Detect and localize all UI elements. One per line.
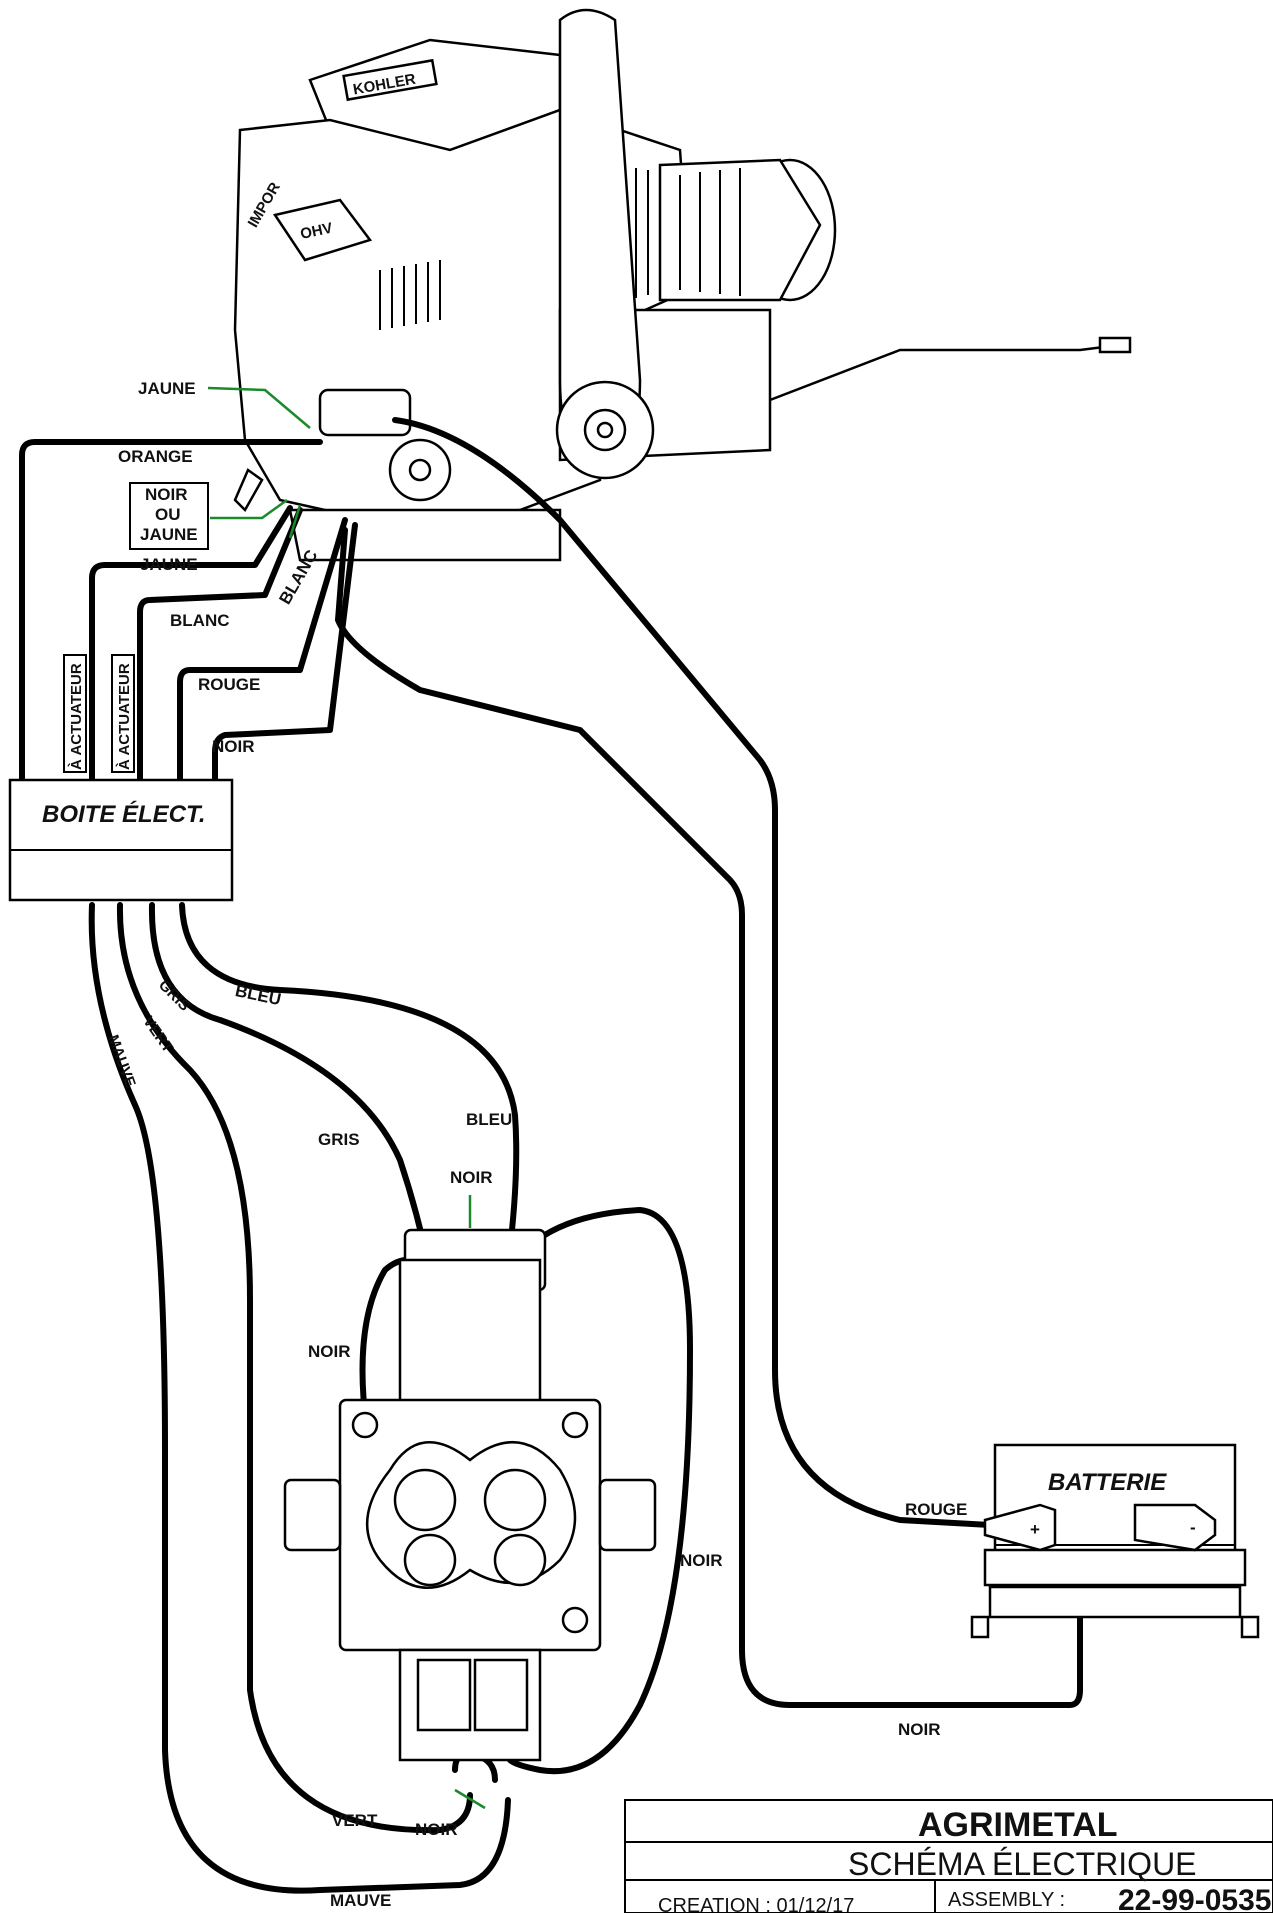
label-noir-valve-left: NOIR (308, 1342, 351, 1361)
label-ou: OU (155, 505, 181, 524)
label-actuateur-2: À ACTUATEUR (116, 663, 133, 770)
label-noir-valve-top: NOIR (450, 1168, 493, 1187)
title-block-creation: CREATION : 01/12/17 (658, 1895, 854, 1913)
battery: BATTERIE + - (970, 1443, 1260, 1639)
label-jaune-top: JAUNE (138, 379, 196, 398)
title-block-title: SCHÉMA ÉLECTRIQUE (848, 1846, 1197, 1882)
label-jaune-box: JAUNE (140, 525, 198, 544)
pointer-arrows (207, 386, 486, 1810)
wires (19, 417, 1143, 1894)
label-bleu-curve: BLEU (234, 981, 283, 1009)
ohv-badge: OHV (299, 220, 334, 243)
label-mauve-curve: MAUVE (104, 1033, 139, 1090)
label-noir-bottom: NOIR (415, 1820, 458, 1839)
label-mauve-bottom: MAUVE (330, 1891, 391, 1910)
label-rouge-battery: ROUGE (905, 1500, 967, 1519)
label-vert-curve: VERT (139, 1013, 176, 1056)
label-bleu-valve: BLEU (466, 1110, 512, 1129)
label-rouge-top: ROUGE (198, 675, 260, 694)
label-noir-valve-right: NOIR (680, 1551, 723, 1570)
label-gris-valve: GRIS (318, 1130, 360, 1149)
title-block-assembly-number: 22-99-0535 (1118, 1884, 1271, 1913)
boite-elect: BOITE ÉLECT. (8, 778, 234, 902)
battery-label: BATTERIE (1048, 1469, 1167, 1496)
label-noir-battery: NOIR (898, 1720, 941, 1739)
title-block: AGRIMETAL SCHÉMA ÉLECTRIQUE CREATION : 0… (624, 1799, 1273, 1913)
title-block-company: AGRIMETAL (918, 1806, 1118, 1844)
engine-illustration: KOHLER OHV IMPOR (233, 8, 1132, 562)
label-orange: ORANGE (118, 447, 193, 466)
label-actuateur-1: À ACTUATEUR (68, 663, 85, 770)
label-vert-bottom: VERT (332, 1811, 378, 1830)
battery-minus: - (1190, 1518, 1196, 1537)
label-noir-top: NOIR (212, 737, 255, 756)
label-gris-curve: GRIS (155, 977, 193, 1015)
label-blanc: BLANC (170, 611, 230, 630)
label-noir: NOIR (145, 485, 188, 504)
label-jaune-mid: JAUNE (140, 555, 198, 574)
hydraulic-valve (283, 1228, 657, 1762)
boite-elect-label: BOITE ÉLECT. (42, 800, 206, 828)
battery-plus: + (1030, 1520, 1040, 1539)
title-block-assembly-label: ASSEMBLY : (948, 1889, 1065, 1911)
